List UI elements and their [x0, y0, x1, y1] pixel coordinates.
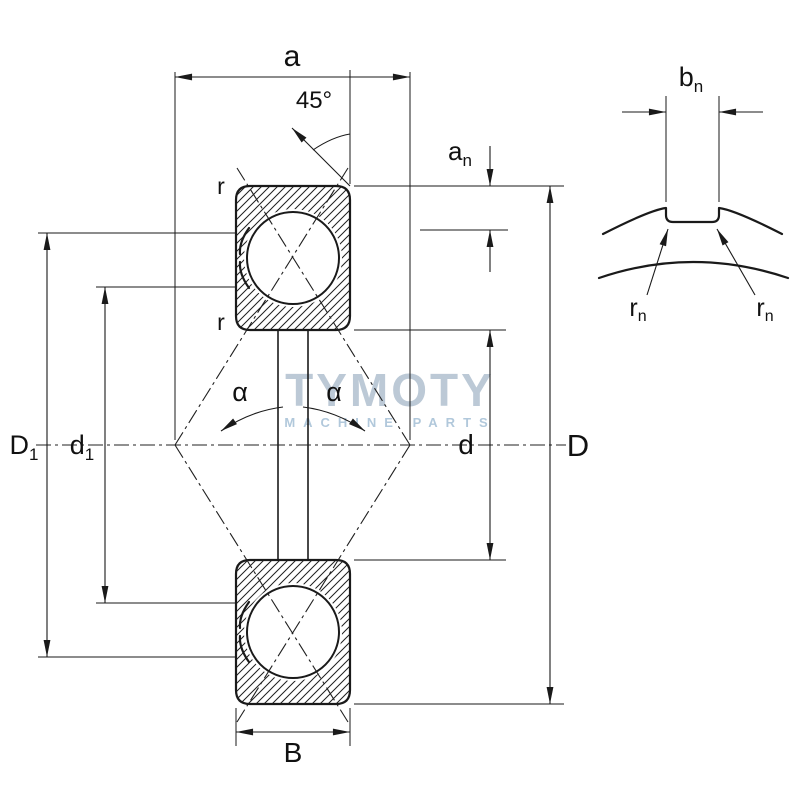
dimension-D: D	[354, 185, 589, 705]
label-dim-an: an	[448, 136, 472, 170]
lower-ring-outline	[234, 558, 352, 706]
alpha-arc-left	[220, 406, 284, 432]
label-dim-D1: D1	[10, 430, 39, 464]
chamfer-45-leader	[291, 127, 351, 187]
label-dim-d1: d1	[70, 430, 95, 464]
dimension-D1: D1	[10, 232, 236, 658]
lower-split-ring-lip-top	[238, 600, 251, 630]
upper-split-ring-lip-bottom	[238, 260, 251, 290]
chamfer-45-annotation: 45°	[291, 70, 351, 187]
label-dim-bn: bn	[679, 62, 704, 96]
dimension-B: B	[235, 708, 351, 768]
leader-rn-right	[716, 228, 756, 296]
label-dim-B: B	[284, 737, 303, 768]
contact-line-down-right	[174, 444, 349, 723]
label-rn-right: rn	[756, 294, 773, 325]
label-r-bottom: r	[217, 309, 225, 335]
contact-angle-annotation: α α	[220, 377, 366, 432]
watermark: TYMOTY MACHINE PARTS	[284, 364, 495, 430]
leader-rn-left	[646, 228, 669, 296]
label-dim-D: D	[567, 428, 589, 463]
lower-split-ring-lip-bottom	[238, 634, 251, 664]
upper-split-ring-lip-top	[238, 226, 251, 256]
label-r-top: r	[217, 173, 225, 199]
detail-view-locating-slot: bn rn rn	[597, 62, 790, 325]
label-alpha-right: α	[326, 377, 342, 407]
label-rn-left: rn	[629, 294, 646, 325]
label-dim-d: d	[458, 429, 474, 460]
upper-ring-outline	[234, 184, 352, 332]
dimension-a: a	[174, 40, 411, 440]
watermark-title: TYMOTY	[285, 364, 495, 416]
detail-inner-profile	[597, 260, 790, 280]
label-angle-45: 45°	[296, 87, 332, 114]
dimension-an: an	[420, 136, 508, 272]
contact-line-down-left	[236, 444, 411, 723]
detail-outer-profile	[601, 206, 784, 236]
chamfer-45-arc	[312, 133, 351, 151]
dimension-d1: d1	[70, 286, 236, 604]
label-alpha-left: α	[232, 377, 248, 407]
label-dim-a: a	[284, 40, 301, 73]
contact-line-up-right	[174, 167, 349, 446]
alpha-arc-right	[302, 406, 366, 432]
watermark-subtitle: MACHINE PARTS	[284, 415, 495, 430]
centerlines	[36, 167, 566, 723]
dimension-d: d	[354, 329, 506, 561]
contact-line-up-left	[236, 167, 411, 446]
